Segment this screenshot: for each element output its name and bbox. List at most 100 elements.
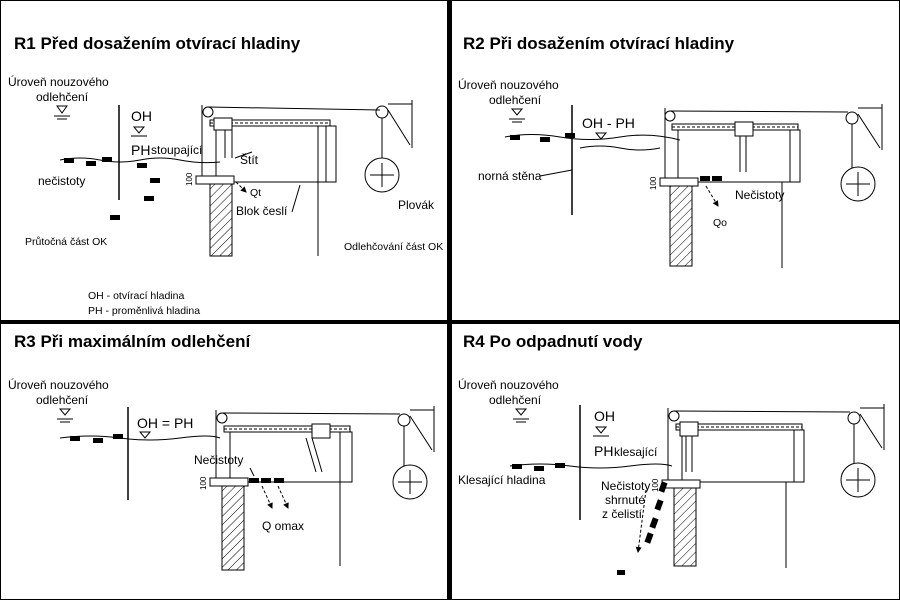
panel-r2-debris: [700, 176, 710, 181]
panel-r4-float-mechanism: [840, 404, 885, 498]
panel-r3-grid-structure: [215, 410, 401, 483]
panel-r1-ph-label: PH: [131, 142, 150, 158]
panel-r1-flow-label: Qt: [250, 187, 261, 199]
panel-r3-float-mechanism: [392, 406, 435, 500]
panel-r4-dimension: 100: [651, 478, 660, 492]
panel-r2-flow-label: Qo: [713, 217, 727, 229]
panel-r2-debris: [510, 135, 520, 140]
panel-r4-ph-suffix: klesající: [614, 445, 658, 459]
panel-r1-title: R1 Před dosažením otvírací hladiny: [14, 34, 301, 53]
panel-r1-emergency-level-symbol: [54, 105, 70, 120]
panel-r4-falling-debris: [658, 481, 668, 493]
panel-r1-water-surface: [59, 157, 221, 164]
panel-r4-emergency-label: Úroveň nouzového: [458, 377, 559, 392]
panel-r2-dimension: 100: [649, 176, 658, 190]
panel-r4-falling-debris: [649, 517, 659, 529]
panel-r1-emergency-label: Úroveň nouzového: [8, 74, 109, 89]
panel-r3-flow-label: Q omax: [262, 519, 304, 533]
panel-r2-grid-structure: [664, 108, 849, 183]
panel-r1-oh-symbol: [131, 126, 147, 137]
panel-r4-ph-label: PH: [594, 443, 613, 459]
panel-r4-water-surface: [509, 463, 673, 469]
panel-r2-debris: [712, 176, 722, 181]
panel-r3-emergency-label-2: odlehčení: [36, 393, 89, 407]
panel-r3-debris: [113, 434, 123, 439]
panel-r3-debris: [274, 478, 284, 483]
panel-r4-debris-label-2: shrnuté: [605, 493, 645, 507]
panel-r4-sill: [661, 479, 701, 489]
panel-r4-falling-debris: [644, 532, 654, 544]
panel-r2-emergency-level-symbol: [509, 108, 525, 123]
panel-r1-debris: [150, 178, 160, 183]
panel-r4-emergency-level-symbol: [513, 408, 529, 423]
panel-r3-debris: [70, 436, 80, 441]
panel-r2-water-surface: [504, 134, 681, 141]
panel-r1-relief-part-label: Odlehčování část OK: [344, 241, 443, 253]
panel-r4-oh-symbol: [593, 426, 609, 437]
panel-r4-debris: [617, 570, 625, 575]
panel-r1-legend-oh: OH - otvírací hladina: [88, 290, 184, 302]
panel-r1-shield-leader: [234, 151, 253, 159]
panel-r3-emergency-label: Úroveň nouzového: [8, 377, 109, 392]
panel-r1-debris: [137, 163, 147, 168]
panel-r1-debris-label: nečistoty: [38, 174, 85, 188]
panel-r1-flow-part-label: Průtočná část OK: [25, 236, 107, 248]
panel-r4-debris: [534, 466, 544, 471]
panel-r4-debris: [512, 464, 522, 469]
panel-r4-title: R4 Po odpadnutí vody: [463, 332, 643, 351]
panel-r1-dimension: 100: [185, 172, 194, 186]
panel-r3: R3 Při maximálním odlehčení Úroveň nouzo…: [8, 332, 435, 571]
panel-r2-weir-wall: [669, 185, 693, 267]
panel-r4-fall-arrow: [635, 489, 647, 553]
panel-r3-sill: [209, 477, 249, 487]
panel-r2: R2 Při dosažením otvírací hladiny Úroveň…: [458, 34, 883, 268]
panel-r3-oh-symbol: [138, 431, 152, 439]
panel-r3-flow-arrow: [277, 485, 289, 509]
panel-r2-float-mechanism: [840, 104, 883, 202]
panel-r3-oh-eq-ph-label: OH = PH: [137, 415, 193, 431]
panel-r1-grid-block-label: Blok česlí: [236, 204, 288, 218]
panel-r3-debris: [93, 438, 103, 443]
panel-r4-debris-label-3: z čelistí: [602, 507, 643, 521]
panel-r1-debris: [64, 158, 74, 163]
panel-r1-sill: [195, 175, 235, 185]
panel-r2-flow-arrow: [705, 185, 719, 207]
panel-r1-oh-label: OH: [131, 108, 152, 124]
panel-r4-grid-structure: [667, 408, 851, 484]
horizontal-divider: [0, 320, 900, 324]
panel-r2-oh-symbol: [594, 132, 608, 140]
panel-r1-emergency-label-2: odlehčení: [36, 90, 89, 104]
panel-r3-debris: [249, 478, 259, 483]
panel-r3-debris-leader: [249, 467, 255, 477]
panel-r2-debris: [540, 137, 550, 142]
panel-r1-legend-ph: PH - proměnlivá hladina: [88, 305, 200, 317]
panel-r1-float-label: Plovák: [398, 198, 435, 212]
panel-r4-falling-debris: [654, 499, 664, 511]
panel-r3-debris: [261, 478, 271, 483]
panel-r1-shield-label: Štít: [240, 152, 259, 167]
panel-r1-debris: [102, 157, 112, 162]
panel-r3-debris-label: Nečistoty: [194, 453, 243, 467]
panel-r3-weir-wall: [221, 485, 245, 571]
panel-r1-grid-structure: [201, 105, 381, 183]
panel-r4-debris-label-1: Nečistoty: [601, 479, 650, 493]
panel-r3-flow-arrow: [261, 485, 273, 509]
panel-r2-wall-label: norná stěna: [478, 169, 542, 183]
panel-r2-debris: [565, 133, 575, 138]
panel-r3-emergency-level-symbol: [57, 408, 73, 423]
panel-r3-dimension: 100: [199, 476, 208, 490]
panel-r2-sill: [659, 177, 699, 187]
vertical-divider: [447, 0, 452, 600]
panel-r2-debris-label: Nečistoty: [735, 188, 784, 202]
panel-r1-debris: [86, 161, 96, 166]
panel-r3-title: R3 Při maximálním odlehčení: [14, 332, 251, 351]
panel-r2-emergency-label-2: odlehčení: [489, 93, 542, 107]
panel-r2-water-wave: [579, 145, 661, 151]
panel-r1-ph-suffix: stoupající: [151, 143, 203, 157]
panel-r1: R1 Před dosažením otvírací hladiny Úrove…: [8, 34, 443, 317]
panel-r4-falling-level-label: Klesající hladina: [458, 473, 546, 487]
panel-r4-oh-label: OH: [594, 408, 615, 424]
panel-r4-emergency-label-2: odlehčení: [489, 393, 542, 407]
